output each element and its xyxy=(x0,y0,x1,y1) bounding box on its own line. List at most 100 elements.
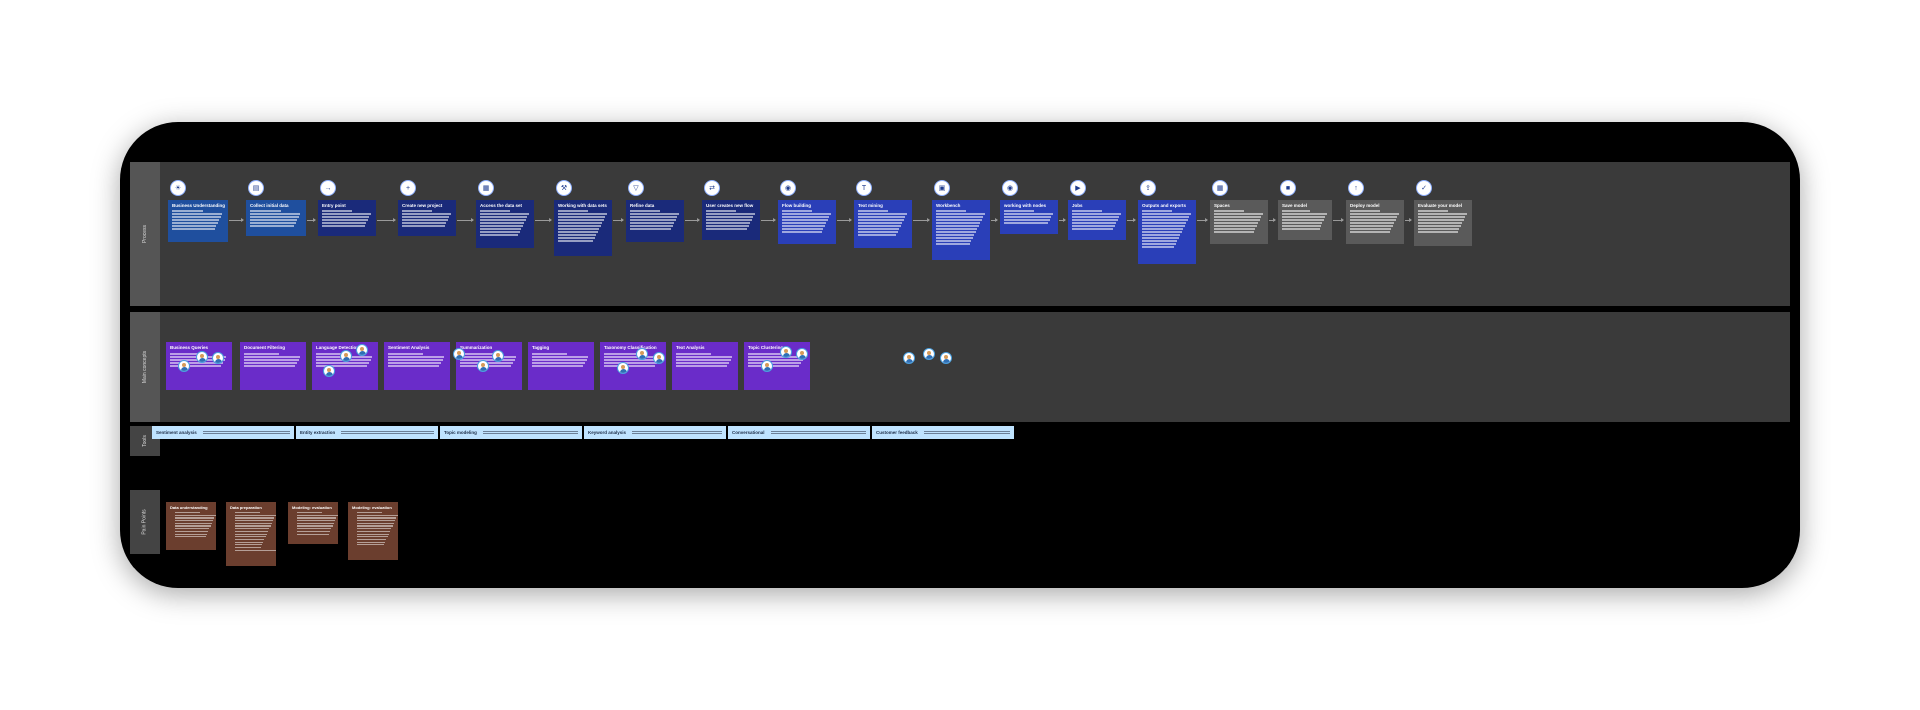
text-line xyxy=(402,213,451,215)
process-step-card: Outputs and exports xyxy=(1138,200,1196,264)
text-line xyxy=(244,362,297,364)
text-line xyxy=(482,431,578,432)
process-step-title: Save model xyxy=(1282,203,1308,208)
process-lane-label: Process xyxy=(130,162,160,306)
text-line xyxy=(175,536,206,538)
text-line xyxy=(1282,210,1310,212)
text-line xyxy=(558,237,595,239)
text-line xyxy=(1350,213,1399,215)
text-line xyxy=(357,528,392,530)
text-line xyxy=(341,431,434,432)
text-line xyxy=(357,541,386,543)
pain-point-card[interactable]: Modeling: evaluation xyxy=(288,502,338,544)
text-line xyxy=(1142,246,1174,248)
text-line xyxy=(748,362,801,364)
text-line xyxy=(748,365,800,367)
text-line xyxy=(676,353,711,355)
flow-arrow xyxy=(761,218,776,222)
text-line xyxy=(460,353,495,355)
text-line xyxy=(1142,225,1185,227)
persona-avatar xyxy=(903,352,915,364)
tool-card[interactable]: Sentiment analysis xyxy=(152,426,294,439)
flow-arrow xyxy=(613,218,624,222)
text-line xyxy=(235,541,264,543)
process-step-card: Jobs xyxy=(1068,200,1126,240)
text-line xyxy=(172,216,221,218)
text-line xyxy=(858,228,899,230)
concept-card[interactable]: Document Filtering xyxy=(240,342,306,390)
flow-arrow xyxy=(457,218,474,222)
concept-title: Taxonomy Classification xyxy=(604,345,657,350)
tool-card[interactable]: Entity extraction xyxy=(296,426,438,439)
wrench-icon: ⚒ xyxy=(556,180,572,196)
text-line xyxy=(706,225,749,227)
pain-point-title: Data preparation xyxy=(230,505,262,510)
text-line xyxy=(770,431,866,432)
text-line xyxy=(1418,222,1462,224)
text-line xyxy=(297,514,338,516)
pain-point-card[interactable]: Data understanding xyxy=(166,502,216,550)
tool-card[interactable]: Conversational xyxy=(728,426,870,439)
concept-card[interactable]: Taxonomy Classification xyxy=(600,342,666,390)
persona-avatar xyxy=(453,348,465,360)
text-line xyxy=(858,225,901,227)
text-line xyxy=(175,520,214,522)
text-line xyxy=(604,356,661,358)
process-step-title: working with nodes xyxy=(1004,203,1047,208)
folder-plus-icon: + xyxy=(400,180,416,196)
process-step-title: Outputs and exports xyxy=(1142,203,1187,208)
text-line xyxy=(1072,228,1113,230)
text-line xyxy=(1072,213,1121,215)
pain-point-card[interactable]: Modeling: evaluation xyxy=(348,502,398,560)
text-line xyxy=(235,517,275,519)
text-line xyxy=(172,219,220,221)
text-line xyxy=(936,243,970,245)
text-line xyxy=(172,210,204,212)
text-line xyxy=(235,546,261,549)
lightbulb-icon: ☀ xyxy=(170,180,186,196)
text-line xyxy=(1142,216,1189,218)
text-line xyxy=(858,216,905,218)
text-line xyxy=(244,365,296,367)
concept-card[interactable]: Summarization xyxy=(456,342,522,390)
text-line xyxy=(676,362,729,364)
concept-card[interactable]: Text Analysis xyxy=(672,342,738,390)
process-step-card: Refine data xyxy=(626,200,684,242)
pain-point-title: Modeling: evaluation xyxy=(352,505,392,510)
text-line xyxy=(558,210,588,212)
text-line xyxy=(172,213,223,215)
concept-card[interactable]: Sentiment Analysis xyxy=(384,342,450,390)
text-line xyxy=(235,520,274,522)
text-line xyxy=(297,530,331,532)
text-line xyxy=(402,225,445,227)
text-line xyxy=(1282,213,1327,215)
text-line xyxy=(936,228,977,230)
text-line xyxy=(923,431,1010,432)
text-line xyxy=(782,213,831,215)
text-line xyxy=(604,365,656,367)
check-icon: ✓ xyxy=(1416,180,1432,196)
text-line xyxy=(172,228,215,230)
flow-arrow xyxy=(1405,218,1412,222)
text-line xyxy=(244,353,279,355)
text-line xyxy=(706,216,753,218)
tool-card[interactable]: Topic modeling xyxy=(440,426,582,439)
tool-card[interactable]: Keyword analysis xyxy=(584,426,726,439)
text-line xyxy=(558,234,596,236)
process-step-title: Flow building xyxy=(782,203,811,208)
text-line xyxy=(532,353,567,355)
text-line xyxy=(297,517,337,519)
process-step-card: Flow building xyxy=(778,200,836,244)
nodes-icon: ◉ xyxy=(780,180,796,196)
text-line xyxy=(1350,210,1380,212)
concept-card[interactable]: Business Queries xyxy=(166,342,232,390)
tool-description xyxy=(341,430,434,435)
text-line xyxy=(175,512,201,514)
process-step-title: Evaluate your model xyxy=(1418,203,1463,208)
pain-point-card[interactable]: Data preparation xyxy=(226,502,277,566)
concept-card[interactable]: Tagging xyxy=(528,342,594,390)
tool-card[interactable]: Customer feedback xyxy=(872,426,1014,439)
play-icon: ▶ xyxy=(1070,180,1086,196)
database-icon: ▤ xyxy=(248,180,264,196)
concept-title: Business Queries xyxy=(170,345,209,350)
